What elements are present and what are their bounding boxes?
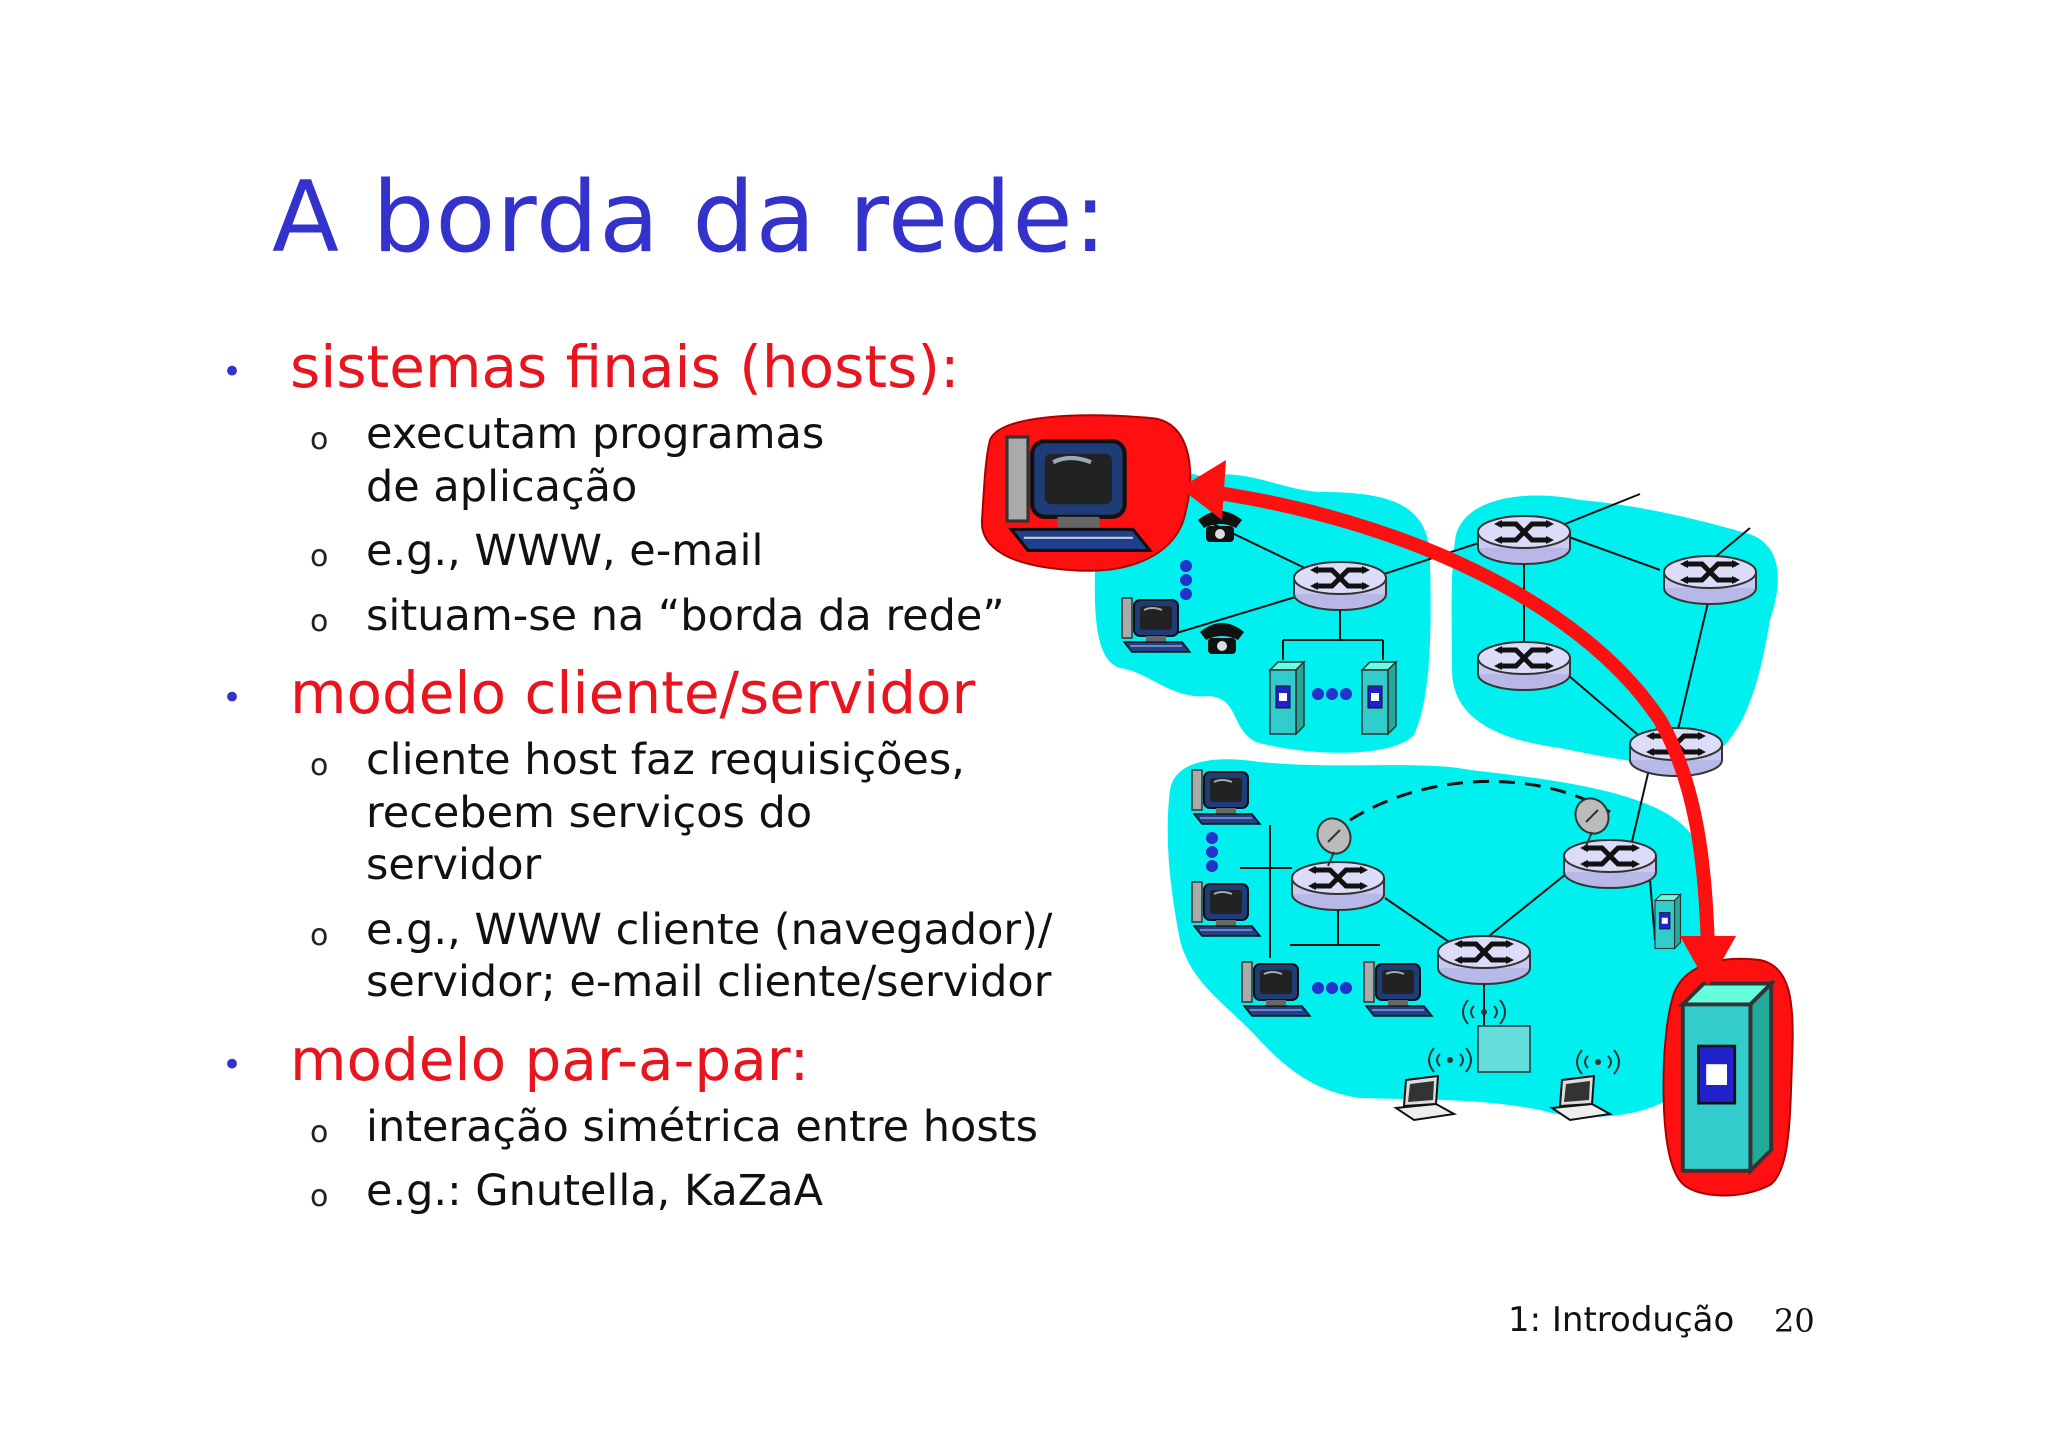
server-icon	[1269, 661, 1305, 735]
sub-bullet-item: o cliente host faz requisições, recebem …	[0, 734, 1060, 891]
bullet-item: • modelo cliente/servidor o cliente host…	[0, 656, 1060, 1009]
server-icon	[1361, 661, 1397, 735]
router-icon	[1294, 562, 1386, 610]
network-cloud	[1094, 469, 1431, 753]
client-server-arrow	[1180, 460, 1736, 986]
sub-bullet-marker: o	[310, 539, 329, 575]
bullet-marker: •	[222, 1044, 243, 1085]
sub-bullet-text: cliente host faz requisições, recebem se…	[366, 735, 965, 891]
router-icon	[1564, 840, 1656, 888]
sub-bullet-text: e.g.: Gnutella, KaZaA	[366, 1166, 823, 1217]
router-icon	[1664, 556, 1756, 604]
bullet-marker: •	[222, 678, 243, 719]
bullet-label: sistemas finais (hosts):	[290, 333, 960, 401]
router-icon	[1438, 936, 1530, 984]
client-host-highlight	[980, 414, 1192, 572]
sub-bullet-text: e.g., WWW, e-mail	[366, 526, 764, 577]
sub-bullet-marker: o	[310, 917, 329, 953]
sub-bullet-item: o e.g., WWW cliente (navegador)/ servido…	[0, 904, 1060, 1009]
bullet-list: • sistemas finais (hosts): o executam pr…	[0, 330, 1060, 1232]
bullet-item: • modelo par-a-par: o interação simétric…	[0, 1023, 1060, 1218]
router-icon	[1292, 862, 1384, 910]
server-icon	[1654, 893, 1682, 950]
sub-bullet-text: interação simétrica entre hosts	[366, 1101, 1039, 1152]
sub-bullet-marker: o	[310, 603, 329, 639]
sub-bullet-marker: o	[310, 422, 329, 458]
page-number: 20	[1774, 1302, 1815, 1340]
ellipsis-dots	[1180, 560, 1352, 994]
bullet-label: modelo cliente/servidor	[290, 659, 976, 728]
server-host-highlight	[1662, 957, 1794, 1197]
sub-bullet-item: o e.g., WWW, e-mail	[0, 525, 1060, 577]
bullet-marker: •	[222, 352, 243, 392]
sub-bullet-item: o executam programas de aplicação	[0, 408, 1060, 513]
sub-bullet-item: o e.g.: Gnutella, KaZaA	[0, 1165, 1060, 1217]
router-icon	[1478, 642, 1570, 690]
sub-bullet-marker: o	[310, 1179, 329, 1215]
sub-bullet-item: o situam-se na “borda da rede”	[0, 590, 1060, 642]
sub-bullet-marker: o	[310, 748, 329, 784]
bullet-label: modelo par-a-par:	[290, 1025, 810, 1094]
router-icon	[1478, 516, 1570, 564]
sub-bullet-marker: o	[310, 1114, 329, 1150]
sub-bullet-text: e.g., WWW cliente (navegador)/ servidor;…	[366, 904, 1053, 1008]
access-point	[1477, 1025, 1531, 1073]
bullet-item: • sistemas finais (hosts): o executam pr…	[0, 330, 1060, 642]
sub-bullet-text: executam programas de aplicação	[366, 409, 825, 512]
sub-bullet-text: situam-se na “borda da rede”	[366, 590, 1005, 641]
sub-bullet-item: o interação simétrica entre hosts	[0, 1101, 1060, 1153]
slide-title: A borda da rede:	[272, 161, 1108, 275]
footer-section-label: 1: Introdução	[1508, 1300, 1735, 1340]
